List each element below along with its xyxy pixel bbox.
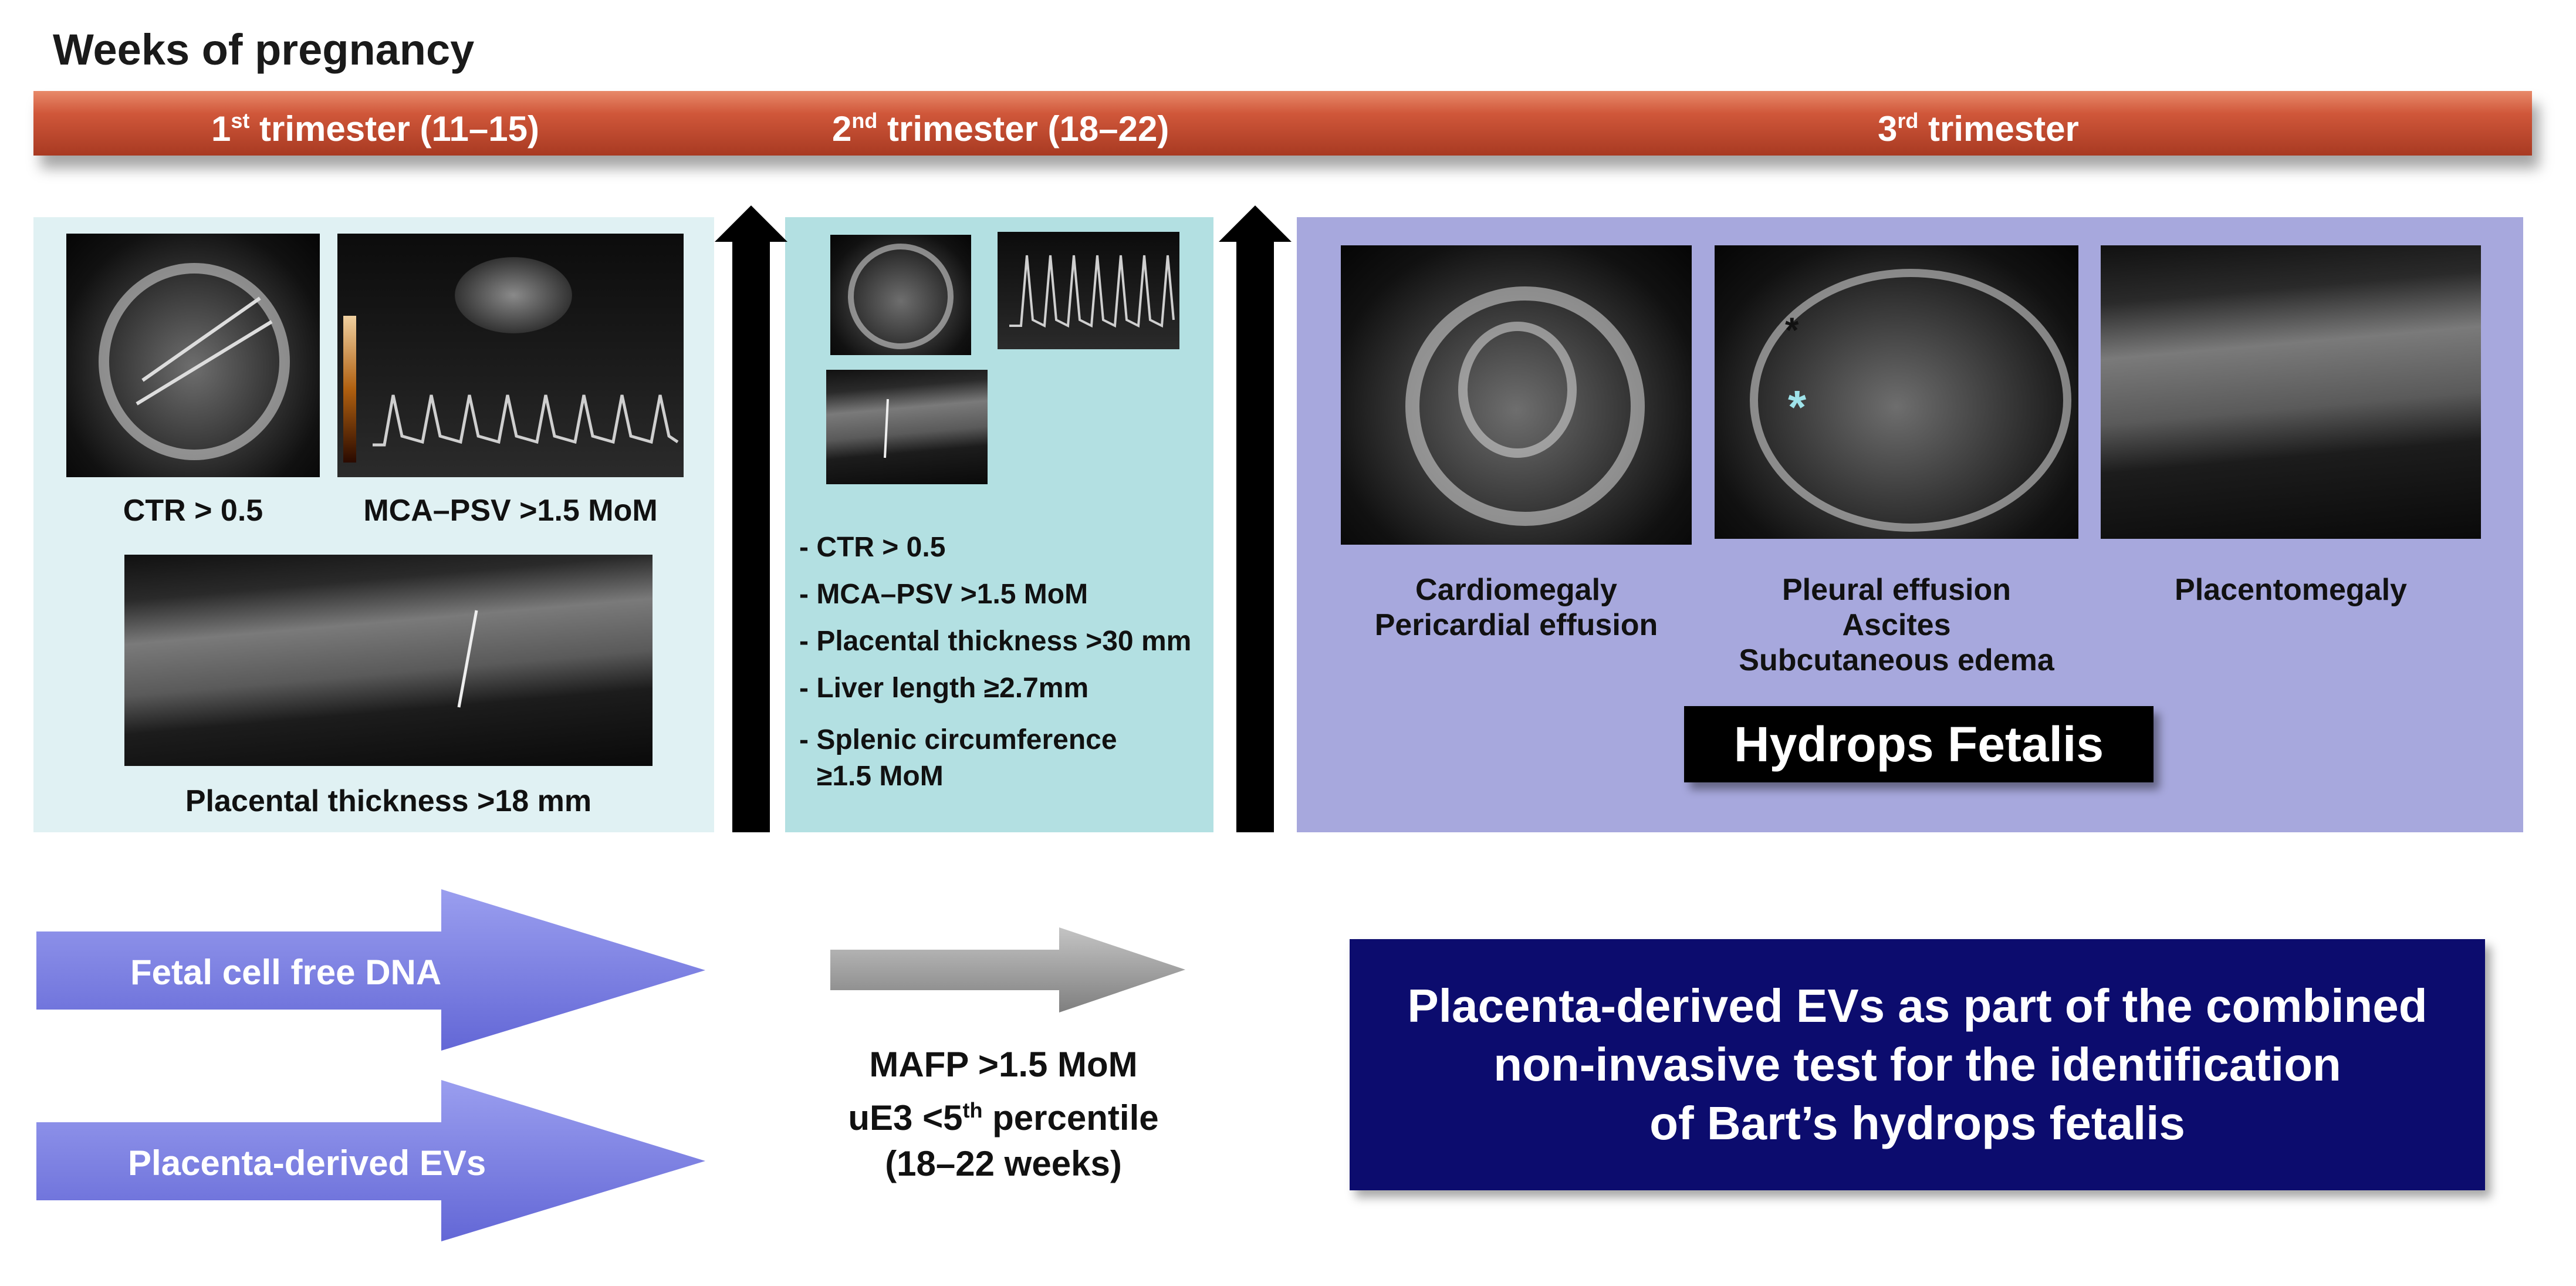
pleural-effusion-image: * * bbox=[1715, 245, 2078, 539]
bullet-ctr: - CTR > 0.5 bbox=[799, 532, 946, 563]
timeline-bar bbox=[33, 91, 2532, 156]
mca-doppler-image bbox=[337, 234, 684, 477]
placental-thickness-caption: Placental thickness >18 mm bbox=[185, 784, 592, 818]
cardiomegaly-caption-line1: Cardiomegaly bbox=[1415, 573, 1617, 607]
evbox-line3: of Bart’s hydrops fetalis bbox=[1649, 1097, 2185, 1149]
placental-measurement-line bbox=[457, 610, 478, 708]
fetal-cfdna-label: Fetal cell free DNA bbox=[130, 953, 442, 992]
asterisk-cyan: * bbox=[1788, 381, 1807, 433]
ctr-caption: CTR > 0.5 bbox=[123, 494, 263, 528]
up-arrow-1-head bbox=[715, 205, 787, 242]
up-arrow-2-shaft bbox=[1236, 241, 1274, 832]
mca-caption: MCA–PSV >1.5 MoM bbox=[363, 494, 658, 528]
mafp-line3: (18–22 weeks) bbox=[885, 1144, 1122, 1183]
evbox-line1: Placenta-derived EVs as part of the comb… bbox=[1407, 980, 2428, 1032]
trimester-2-label: 2nd trimester (18–22) bbox=[832, 109, 1169, 148]
pleural-caption-line2: Ascites bbox=[1842, 608, 1951, 642]
bullet-splenic-circumference: - Splenic circumference bbox=[799, 724, 1117, 755]
mafp-text-block: MAFP >1.5 MoM uE3 <5th percentile (18–22… bbox=[845, 1042, 1162, 1187]
liver-image bbox=[826, 370, 988, 484]
bullet-liver-length: - Liver length ≥2.7mm bbox=[799, 673, 1089, 704]
mafp-line2: uE3 <5th percentile bbox=[848, 1098, 1159, 1138]
up-arrow-2-head bbox=[1219, 205, 1292, 242]
asterisk-black: * bbox=[1785, 310, 1799, 350]
doppler-image-2 bbox=[998, 232, 1179, 349]
gray-right-arrow bbox=[830, 927, 1188, 1012]
pleural-effusion-caption: Pleural effusion Ascites Subcutaneous ed… bbox=[1715, 572, 2078, 678]
bullet-mca: - MCA–PSV >1.5 MoM bbox=[799, 579, 1088, 610]
pleural-caption-line1: Pleural effusion bbox=[1781, 573, 2012, 607]
fetal-head-image bbox=[830, 235, 971, 355]
placenta-evs-arrow bbox=[36, 1080, 711, 1241]
placenta-evs-label: Placenta-derived EVs bbox=[128, 1143, 486, 1183]
trimester-1-label: 1st trimester (11–15) bbox=[211, 109, 540, 148]
cardiomegaly-image bbox=[1341, 245, 1692, 545]
liver-measurement-line bbox=[884, 399, 889, 458]
mafp-line1: MAFP >1.5 MoM bbox=[869, 1045, 1138, 1084]
doppler-waveform bbox=[373, 394, 679, 447]
up-arrow-1-shaft bbox=[732, 241, 770, 832]
cardiomegaly-caption: Cardiomegaly Pericardial effusion bbox=[1341, 572, 1692, 643]
pleural-caption-line3: Subcutaneous edema bbox=[1739, 643, 2054, 677]
evbox-line2: non-invasive test for the identification bbox=[1493, 1038, 2341, 1091]
placental-thickness-image bbox=[124, 555, 653, 766]
trimester-3-label: 3rd trimester bbox=[1878, 109, 2079, 148]
placenta-evs-conclusion-box: Placenta-derived EVs as part of the comb… bbox=[1350, 939, 2485, 1190]
ctr-ultrasound-image bbox=[66, 234, 320, 477]
hydrops-fetalis-box: Hydrops Fetalis bbox=[1684, 706, 2154, 782]
bullet-placental-thickness: - Placental thickness >30 mm bbox=[799, 626, 1192, 657]
placentomegaly-caption: Placentomegaly bbox=[2175, 573, 2407, 607]
fetal-cfdna-arrow bbox=[36, 889, 711, 1051]
doppler-waveform-2 bbox=[1009, 255, 1175, 328]
cardiomegaly-caption-line2: Pericardial effusion bbox=[1374, 608, 1658, 642]
ctr-measurement-lines bbox=[136, 296, 273, 406]
placentomegaly-image bbox=[2101, 245, 2481, 539]
bullet-splenic-value: ≥1.5 MoM bbox=[817, 761, 944, 792]
diagram-title: Weeks of pregnancy bbox=[53, 25, 475, 74]
